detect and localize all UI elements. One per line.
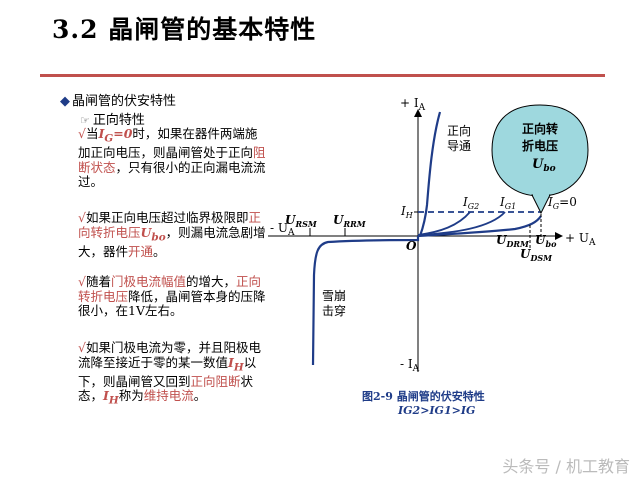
subsection-heading: ☞正向特性 <box>80 109 145 128</box>
paragraph-3: √随着门极电流幅值的增大，正向转折电压降低，晶闸管本身的压降很小，在1V左右。 <box>78 274 266 319</box>
p3-highlight: 门极电流幅值 <box>110 274 186 289</box>
p1-ig-sub: G <box>104 132 114 145</box>
p1-text-g: ，只有很小的正向漏电流流过。 <box>78 159 266 189</box>
forward-curve-ig1 <box>417 211 506 236</box>
p2-text-g: 。 <box>153 243 166 259</box>
check-icon: √ <box>78 340 86 355</box>
reverse-characteristic-curve <box>311 236 420 366</box>
forward-label-2: 导通 <box>447 139 471 153</box>
section-heading: ◆晶闸管的伏安特性 <box>60 90 176 109</box>
paragraph-4: √如果门极电流为零，并且阳极电流降至接近于零的某一数值IH以下，则晶闸管又回到正… <box>78 340 266 408</box>
p3-text-c: 的增大， <box>186 274 237 289</box>
callout-text-2: 折电压 <box>522 138 558 153</box>
diamond-bullet-icon: ◆ <box>60 94 70 109</box>
p4-highlight-2: 维持电流 <box>143 388 194 403</box>
p2-text-a: 如果正向电压超过临界极限即 <box>85 210 249 225</box>
p4-ih-letter: I <box>228 354 234 370</box>
origin-label: O <box>406 239 417 253</box>
p4-ih-symbol-2: IH <box>103 388 119 406</box>
p1-text-a: 当 <box>85 126 99 141</box>
p2-text-e: ，则漏电流急剧增大，器件 <box>78 224 266 259</box>
pointing-hand-icon: ☞ <box>80 114 90 127</box>
subsection-heading-text: 正向特性 <box>92 113 145 128</box>
forward-conduction-curve <box>418 111 442 237</box>
avalanche-label-2: 击穿 <box>322 303 346 318</box>
p2-highlight-2: 开通 <box>128 243 154 259</box>
y-axis-negative-label: - IA <box>400 357 420 374</box>
paragraph-1: √当IG=0时，如果在器件两端施加正向电压，则晶闸管处于正向阻断状态，只有很小的… <box>78 126 266 190</box>
check-icon: √ <box>78 126 86 141</box>
p4-ih-symbol: IH <box>228 354 244 373</box>
watermark: 头条号 / 机工教育 <box>502 457 630 476</box>
figure-caption: 图2-9 晶闸管的伏安特性 <box>362 390 485 403</box>
p4-ih2-letter: I <box>103 388 109 403</box>
p2-ubo-symbol: Ubo <box>140 224 166 243</box>
forward-blocking-curve-ig0 <box>417 215 542 238</box>
ubo-label: Ubo <box>535 233 557 249</box>
section-heading-text: 晶闸管的伏安特性 <box>72 94 177 109</box>
p1-highlight: 阻断状态 <box>78 145 266 175</box>
p4-ih2-sub: H <box>108 394 119 407</box>
check-icon: √ <box>78 210 86 225</box>
x-axis-negative-label: - UA <box>270 221 295 238</box>
udrm-label: UDRM <box>496 233 530 249</box>
y-axis-positive-label: + IA <box>400 96 426 113</box>
avalanche-label-1: 雪崩 <box>322 289 346 303</box>
x-axis-positive-label: + UA <box>565 231 596 248</box>
p4-text-d: 以下，则晶闸管又回到 <box>78 354 257 389</box>
p3-highlight-2: 正向转折电压 <box>78 274 262 304</box>
p1-ig-symbol: IG=0 <box>98 126 133 144</box>
p2-ubo-sub: bo <box>151 231 166 243</box>
p4-ih-sub: H <box>233 361 244 373</box>
title-divider <box>40 74 605 77</box>
p1-ig-letter: I <box>98 126 105 141</box>
forward-label-1: 正向 <box>447 123 471 138</box>
paragraph-2: √如果正向电压超过临界极限即正向转折电压Ubo，则漏电流急剧增大，器件开通。 <box>78 210 266 259</box>
ig0-label: IG=0 <box>547 195 577 211</box>
p4-highlight: 正向阻断 <box>190 373 241 389</box>
ursm-label: URSM <box>285 213 318 229</box>
ih-label: IH <box>400 204 414 220</box>
p3-text-e: 降低，晶闸管本身的压降很小，在1V左右。 <box>78 288 266 318</box>
p4-text-i: 称为 <box>118 388 144 403</box>
callout-text-3: Ubo <box>532 157 556 174</box>
page-title: 3.2 晶闸管的基本特性 <box>52 15 317 44</box>
ig1-label: IG1 <box>499 195 516 211</box>
p3-text-a: 随着 <box>85 274 111 289</box>
callout-text-1: 正向转 <box>522 121 558 136</box>
p4-text-k: 。 <box>193 388 207 403</box>
p2-ubo-letter: U <box>140 224 152 240</box>
figure-caption-relation: IG2>IG1>IG <box>398 404 476 417</box>
urrm-label: URRM <box>333 213 367 229</box>
p1-text-e: 时，如果在器件两端施加正向电压，则晶闸管处于正向 <box>78 126 258 160</box>
udsm-label: UDSM <box>520 247 553 263</box>
p1-ig-eq: =0 <box>113 126 133 141</box>
p4-text-f: 状态， <box>78 373 254 403</box>
ig2-label: IG2 <box>462 195 479 211</box>
check-icon: √ <box>78 274 86 289</box>
p2-highlight: 正向转折电压 <box>78 210 261 240</box>
p4-text-a: 如果门极电流为零，并且阳极电流降至接近于零的某一数值 <box>78 340 261 370</box>
